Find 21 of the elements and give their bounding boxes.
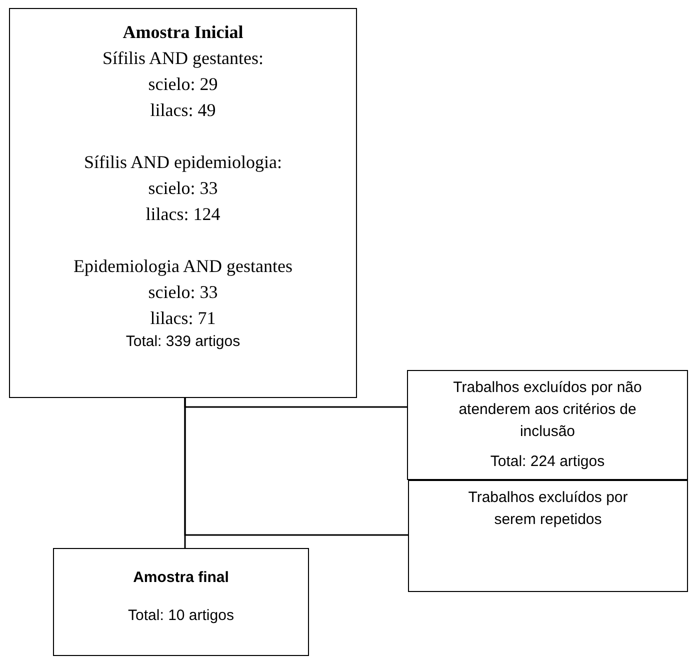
box-text: Total: 224 artigos [490,452,605,472]
process-box [9,8,357,398]
connector-line [184,398,408,536]
box-text: Sífilis AND epidemiologia: [84,151,282,174]
box-text: Sífilis AND gestantes: [102,47,264,70]
process-box [408,480,688,592]
box-text: lilacs: 49 [150,99,216,122]
box-text: Total: 10 artigos [128,606,234,626]
process-box [407,370,688,480]
box-heading: Amostra Inicial [122,21,244,44]
box-text: scielo: 29 [148,73,218,96]
box-heading: Amostra final [133,568,229,588]
process-box [53,548,309,656]
box-text: Epidemiologia AND gestantes [74,255,292,278]
box-text: scielo: 33 [148,177,218,200]
box-text: lilacs: 124 [146,203,220,226]
box-text: Total: 339 artigos [126,332,240,352]
box-text: lilacs: 71 [150,307,216,330]
box-text: Trabalhos excluídos por serem repetidos [467,488,629,530]
box-text: scielo: 33 [148,281,218,304]
box-text: Trabalhos excluídos por não atenderem aos critérios de inclusão [452,378,643,442]
